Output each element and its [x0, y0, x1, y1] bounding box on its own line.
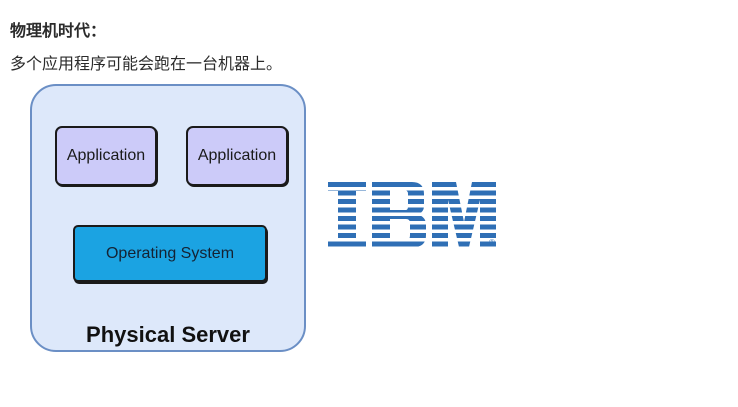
physical-server-box: Application Application Operating System…: [30, 84, 306, 352]
ibm-logo-icon: ®: [328, 182, 496, 247]
operating-system-box: Operating System: [73, 225, 267, 282]
section-heading: 物理机时代：: [10, 21, 107, 40]
application-box-1: Application: [55, 126, 157, 186]
section-description: 多个应用程序可能会跑在一台机器上。: [10, 54, 283, 73]
application-label-2: Application: [197, 147, 277, 164]
physical-server-label: Physical Server: [86, 322, 250, 347]
registered-mark: ®: [489, 238, 495, 247]
application-box-2: Application: [186, 126, 288, 186]
operating-system-label: Operating System: [105, 244, 235, 262]
application-label-1: Application: [66, 147, 146, 164]
ibm-logo-letters: [328, 182, 496, 247]
